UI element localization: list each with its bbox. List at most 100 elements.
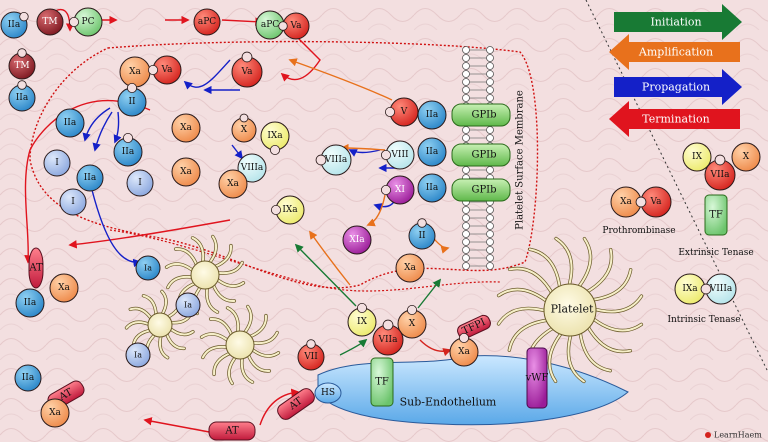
at-molecule-bottom-label: AT xyxy=(224,426,239,437)
iia-gpib-3-label: IIa xyxy=(426,183,439,193)
x-cluster-label: X xyxy=(241,125,248,135)
vwf-stem: vWF xyxy=(525,347,548,409)
extrinsic-ix xyxy=(682,142,712,172)
i-fibrinogen-1-label: I xyxy=(55,158,59,168)
iia-gpib-2-label: IIa xyxy=(426,147,439,157)
xa-tfpi-label: Xa xyxy=(458,347,470,357)
x-initiation-label: X xyxy=(409,319,416,329)
xa-tfpi xyxy=(449,332,479,367)
extrinsic-viia-label: VIIa xyxy=(710,170,731,180)
iia-lower xyxy=(14,364,42,392)
v-bound-label: V xyxy=(400,107,408,117)
intrinsic-tenase-label: Intrinsic Tenase xyxy=(667,315,740,325)
viii-bound-label: VIII xyxy=(390,150,409,160)
iia-gpib-1 xyxy=(417,100,447,130)
iia-top-left xyxy=(0,11,29,39)
i-fibrinogen-1 xyxy=(43,149,71,177)
vii-free xyxy=(297,339,325,371)
extrinsic-ix-label: IX xyxy=(692,152,703,162)
platelet-surface-region xyxy=(29,40,539,289)
at-molecule-hs: AT xyxy=(277,388,315,420)
xia-free xyxy=(342,225,372,255)
activated-platelet xyxy=(496,236,644,384)
xa-cluster-1-label: Xa xyxy=(180,123,192,133)
i-fibrinogen-2-label: I xyxy=(138,178,142,188)
prothrombinase-label: Prothrombinase xyxy=(602,226,675,236)
ixa-free xyxy=(270,195,305,225)
intrinsic-ixa-label: IXa xyxy=(682,284,698,294)
arrow-ix-ixa xyxy=(309,230,351,286)
platelet-label: Platelet xyxy=(551,303,594,316)
arrow-ix-initiation xyxy=(294,243,357,307)
xa-lower xyxy=(40,398,70,428)
gpib-receptor-1: GPIb xyxy=(451,103,511,127)
legend-divider xyxy=(585,0,768,373)
tissue-factor-stem-label: TF xyxy=(375,377,389,388)
legend-termination-label: Termination xyxy=(642,113,710,126)
extrinsic-viia xyxy=(704,154,736,191)
ia-fibrin-1 xyxy=(135,255,161,281)
tissue-factor-stem: TF xyxy=(370,357,394,407)
legend-arrow-initiation xyxy=(614,4,742,40)
xa-lower-label: Xa xyxy=(49,408,61,418)
iia-top-left-label: IIa xyxy=(8,20,21,30)
i-fibrinogen-3-label: I xyxy=(71,197,75,207)
ia-fibrin-2 xyxy=(175,292,201,318)
iia-gpib-1-label: IIa xyxy=(426,110,439,120)
legend-propagation-label: Propagation xyxy=(642,81,710,94)
iia-cluster-3-label: IIa xyxy=(84,173,97,183)
intrinsic-viiia xyxy=(700,273,737,305)
viiia-free xyxy=(315,144,352,176)
va-prothrombinase xyxy=(147,55,182,85)
extrinsic-tenase-tf: TF xyxy=(704,194,728,236)
viia-initiation xyxy=(372,319,404,356)
va-free xyxy=(231,51,263,88)
va-free-label: Va xyxy=(240,67,253,77)
ixa-tenase xyxy=(260,121,290,156)
ii-bound-label: II xyxy=(128,97,136,107)
legend-arrow-propagation xyxy=(614,69,742,105)
iia-gpib-3 xyxy=(417,173,447,203)
xa-cluster-2 xyxy=(171,157,201,187)
ii-prothrombin xyxy=(408,218,436,250)
arrow-apc-binding xyxy=(221,17,264,26)
iia-lower-label: IIa xyxy=(22,373,35,383)
tm-top-label: TM xyxy=(42,17,57,27)
xa-prothrombin-label: Xa xyxy=(404,263,416,273)
brand-label: LearnHaem xyxy=(714,431,762,440)
vii-free-label: VII xyxy=(303,352,318,362)
arrow-hs-at xyxy=(259,388,300,426)
iia-cluster-2-label: IIa xyxy=(122,147,135,157)
xa-at-left xyxy=(49,273,79,303)
ia-fibrin-3-label: Ia xyxy=(134,351,142,360)
viiia-free-label: VIIIa xyxy=(324,155,348,165)
prothrombinase-xa-label: Xa xyxy=(620,197,632,207)
extrinsic-tenase-label: Extrinsic Tenase xyxy=(678,248,753,258)
intrinsic-viiia-label: VIIIa xyxy=(709,284,733,294)
extrinsic-x-label: X xyxy=(743,152,750,162)
gpib-receptor-2-label: GPIb xyxy=(471,150,496,161)
lower-boundary-line xyxy=(109,229,501,292)
xa-prothrombin xyxy=(395,253,425,283)
arrow-ii-iia-2 xyxy=(92,111,113,152)
i-fibrinogen-2 xyxy=(126,169,154,197)
apc-top xyxy=(193,8,221,36)
prothrombinase-va-label: Va xyxy=(649,197,662,207)
ia-fibrin-3 xyxy=(125,342,151,368)
gpib-receptor-3-label: GPIb xyxy=(471,185,496,196)
v-bound xyxy=(384,97,419,127)
tm-left xyxy=(8,48,36,80)
gpib-receptor-1-label: GPIb xyxy=(471,110,496,121)
iia-gpib-2 xyxy=(417,137,447,167)
legend-arrow-termination xyxy=(609,101,740,137)
arrow-apc-va-inactivation xyxy=(280,35,321,82)
ia-fibrin-2-label: Ia xyxy=(184,301,192,310)
iia-cluster-1-label: IIa xyxy=(64,118,77,128)
xa-at-left-label: Xa xyxy=(58,283,70,293)
x-cluster xyxy=(231,113,257,143)
arrow-ii-iia-3 xyxy=(113,111,122,144)
arrow-at-xa-lower xyxy=(143,417,221,435)
arrow-x-initiation xyxy=(417,278,442,309)
